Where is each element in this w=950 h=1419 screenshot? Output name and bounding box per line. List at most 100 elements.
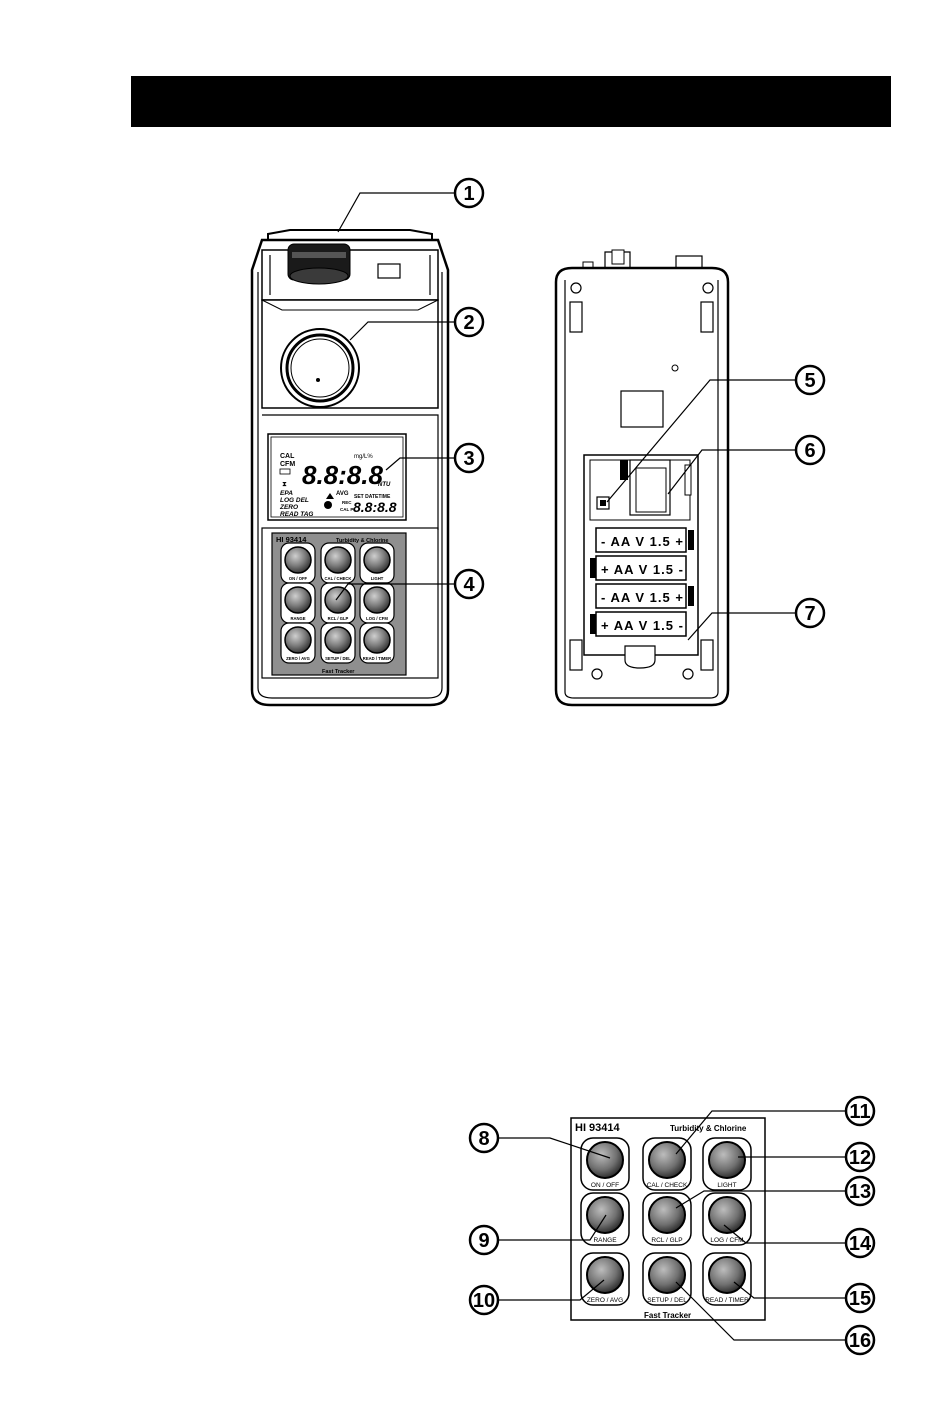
lcd-set-datetime: SET DATETIME	[354, 494, 391, 500]
front-key-label: ON / OFF	[289, 576, 308, 581]
detail-key-log-cfm[interactable]	[708, 1196, 746, 1234]
front-key-light[interactable]	[363, 546, 391, 574]
front-key-setup-del[interactable]	[324, 626, 352, 654]
detail-key-label: SETUP / DEL	[647, 1297, 687, 1304]
callout-12: 12	[849, 1147, 871, 1169]
detail-key-range[interactable]	[586, 1196, 624, 1234]
lcd-zero: ZERO	[279, 504, 298, 511]
callout-circle	[468, 1224, 500, 1256]
battery-label-4: + AA V 1.5 -	[601, 618, 684, 633]
callout-circle	[844, 1095, 876, 1127]
lcd-epa: EPA	[280, 490, 293, 497]
detail-key-label: LIGHT	[717, 1182, 736, 1189]
callout-3: 3	[463, 448, 474, 470]
callout-leaders	[335, 192, 845, 1341]
header-bar	[131, 76, 891, 127]
lcd-log-del: LOG DEL	[280, 497, 309, 504]
callout-1: 1	[463, 183, 474, 205]
front-key-label: RCL / GLP	[328, 616, 349, 621]
detail-key-label: CAL / CHECK	[647, 1182, 688, 1189]
battery-label-3: - AA V 1.5 +	[601, 590, 684, 605]
callout-circle	[844, 1227, 876, 1259]
detail-key-label: READ / TIMER	[705, 1297, 749, 1304]
arrow-up-icon	[326, 493, 334, 499]
callout-circle	[453, 177, 485, 209]
lcd-cfm: CFM	[280, 461, 295, 468]
callout-2: 2	[463, 312, 474, 334]
callout-11: 11	[849, 1101, 870, 1123]
front-key-log-cfm[interactable]	[363, 586, 391, 614]
battery-label-1: - AA V 1.5 +	[601, 534, 684, 549]
callout-circle	[453, 568, 485, 600]
lcd-digits: 8.8:8.8	[302, 460, 383, 490]
detail-key-read-timer[interactable]	[708, 1256, 746, 1294]
front-key-read-timer[interactable]	[363, 626, 391, 654]
keypad-detail-keys: ON / OFF CAL / CHECK LIGHT RANGE RCL / GLP LO…	[580, 1137, 752, 1306]
callout-circle	[468, 1122, 500, 1154]
front-key-cal-check[interactable]	[324, 546, 352, 574]
front-key-range[interactable]	[284, 586, 312, 614]
lcd-read-tag: READ TAG	[280, 511, 313, 518]
callout-circle	[844, 1141, 876, 1173]
detail-key-label: RCL / GLP	[651, 1237, 682, 1244]
callout-7: 7	[804, 603, 815, 625]
callout-circle	[794, 364, 826, 396]
callout-circle	[844, 1282, 876, 1314]
callout-5: 5	[804, 370, 815, 392]
front-key-label: RANGE	[290, 616, 305, 621]
front-brand: Fast Tracker	[322, 669, 355, 675]
front-model: HI 93414	[276, 535, 307, 544]
detail-key-label: RANGE	[593, 1237, 617, 1244]
lamp-icon	[324, 501, 332, 509]
front-subtitle: Turbidity & Chlorine	[336, 538, 388, 544]
detail-key-light[interactable]	[708, 1141, 746, 1179]
keypad-subtitle: Turbidity & Chlorine	[670, 1124, 747, 1133]
front-key-label: ZERO / AVG	[286, 656, 310, 661]
callout-14: 14	[849, 1233, 872, 1255]
front-key-label: LIGHT	[371, 576, 384, 581]
front-key-label: LOG / CFM	[366, 616, 388, 621]
callout-10: 10	[473, 1290, 495, 1312]
lcd-calp: CAL P	[340, 507, 353, 512]
callout-8: 8	[478, 1128, 489, 1150]
callout-circle	[794, 597, 826, 629]
callout-6: 6	[804, 440, 815, 462]
back-meter	[554, 249, 730, 707]
lcd-small-digits: 8.8:8.8	[353, 499, 397, 515]
front-key-on-off[interactable]	[284, 546, 312, 574]
detail-key-label: LOG / CFM	[710, 1237, 743, 1244]
lcd-display: CAL CFM mg/L% 8.8:8.8 NTU ⧗ AVG EPA LOG …	[279, 453, 397, 518]
callout-16: 16	[849, 1330, 871, 1352]
detail-key-rcl-glp[interactable]	[648, 1196, 686, 1234]
battery-icon	[279, 468, 291, 475]
detail-key-setup-del[interactable]	[648, 1256, 686, 1294]
hourglass-icon: ⧗	[282, 481, 287, 488]
front-key-label: CAL / CHECK	[325, 576, 352, 581]
callout-15: 15	[849, 1288, 871, 1310]
detail-key-cal-check[interactable]	[648, 1141, 686, 1179]
front-key-zero-avg[interactable]	[284, 626, 312, 654]
callout-circle	[453, 306, 485, 338]
detail-key-label: ZERO / AVG	[587, 1297, 623, 1304]
battery-label-2: + AA V 1.5 -	[601, 562, 684, 577]
lcd-unit: mg/L%	[354, 454, 373, 460]
front-key-label: SETUP / DEL	[325, 656, 351, 661]
callout-circle	[468, 1284, 500, 1316]
front-key-label: READ / TIMER	[363, 656, 391, 661]
detail-key-label: ON / OFF	[591, 1182, 619, 1189]
callout-circle	[844, 1175, 876, 1207]
callout-9: 9	[478, 1230, 489, 1252]
lcd-rec: REC	[342, 500, 352, 505]
lcd-cal: CAL	[280, 453, 295, 460]
callout-circle	[844, 1324, 876, 1356]
front-key-rcl-glp[interactable]	[324, 586, 352, 614]
detail-key-on-off[interactable]	[586, 1141, 624, 1179]
front-keypad: ON / OFF CAL / CHECK LIGHT RANGE RCL / GLP LO…	[280, 542, 395, 664]
callout-circle	[794, 434, 826, 466]
keypad-brand: Fast Tracker	[644, 1311, 691, 1320]
lcd-ntu: NTU	[378, 482, 391, 488]
keypad-model: HI 93414	[575, 1122, 621, 1134]
detail-key-zero-avg[interactable]	[586, 1256, 624, 1294]
lcd-avg: AVG	[336, 491, 349, 497]
